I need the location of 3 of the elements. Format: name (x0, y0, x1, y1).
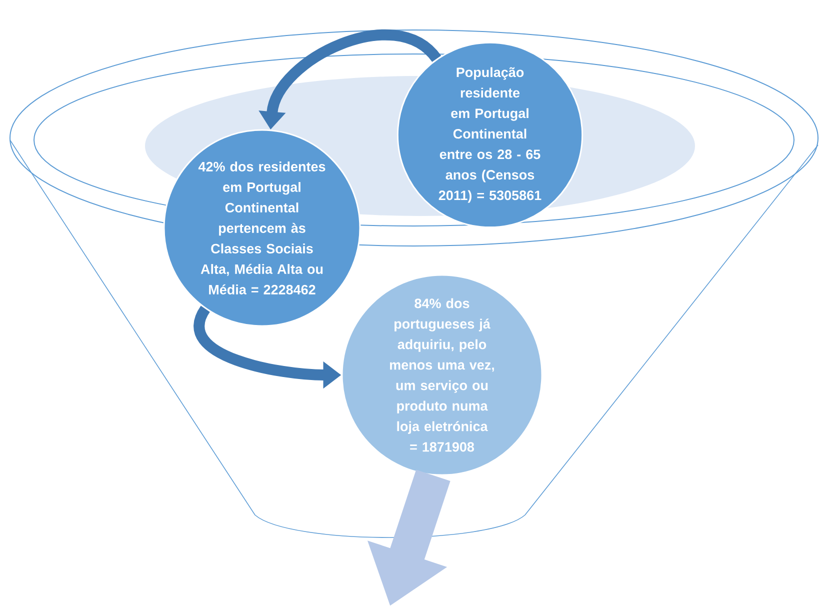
circle-node: População residente em Portugal Continental entre os 28 - 65 anos (Censos 2011) = 5305861 (396, 42, 584, 228)
circle-node: 84% dos portugueses já adquiriu, pelo menos uma vez, um serviço ou produto numa loja eletrónica = 1871908 (341, 274, 543, 476)
circle-node: 42% dos residentes em Portugal Continental pertencem às Classes Sociais Alta, Média Alta ou Média = 2228462 (163, 129, 361, 327)
